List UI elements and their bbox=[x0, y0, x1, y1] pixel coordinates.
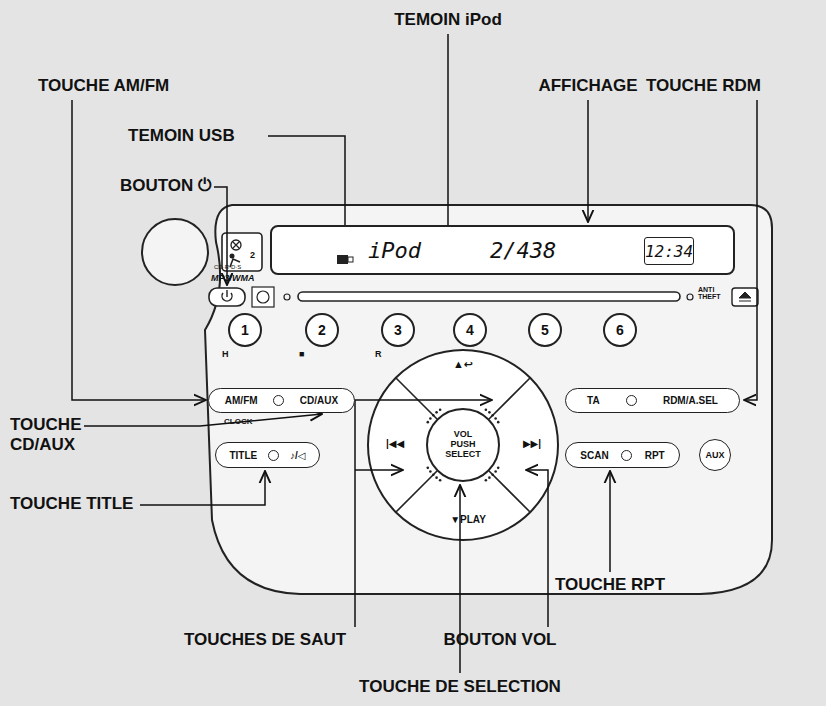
controller-symbol: ▼PLAY bbox=[450, 514, 486, 526]
controller-symbol: ▲↩ bbox=[453, 358, 473, 371]
controller-symbol: |◀◀ bbox=[386, 438, 404, 450]
button-text: 1 bbox=[241, 322, 249, 338]
preset-button: 1H bbox=[228, 313, 262, 347]
button-text: R bbox=[375, 349, 382, 359]
callout-label: BOUTON ⏻ bbox=[120, 176, 211, 196]
controller-symbol: ▶▶| bbox=[523, 438, 541, 450]
icon-number: 2 bbox=[250, 250, 255, 260]
button-caption: CLOCK bbox=[224, 417, 252, 426]
button-text: CD/AUX bbox=[300, 395, 338, 406]
amfm-cd-button: AM/FM CD/AUX bbox=[208, 388, 355, 413]
button-text: 12:34 bbox=[645, 242, 693, 261]
button-text: iPod bbox=[368, 238, 421, 263]
button-text: AUX bbox=[705, 450, 724, 460]
leader-lines bbox=[72, 34, 757, 673]
button-text: 4 bbox=[466, 322, 474, 338]
vol-knob: VOL PUSH SELECT bbox=[426, 408, 500, 482]
button-text: ♪/◁ bbox=[290, 450, 305, 461]
preset-button: 5 bbox=[528, 313, 562, 347]
callout-label: BOUTON VOL bbox=[443, 630, 556, 650]
logo-text: CD·R·D·S bbox=[214, 264, 241, 271]
callout-label: TOUCHE CD/AUX bbox=[10, 415, 96, 454]
button-text: ■ bbox=[299, 349, 304, 359]
scan-rpt-button: SCAN RPT bbox=[565, 442, 680, 468]
divider-dot bbox=[273, 395, 284, 406]
button-text: RPT bbox=[645, 450, 665, 461]
button-text: 6 bbox=[616, 322, 624, 338]
button-text: 3 bbox=[394, 322, 402, 338]
aux-button: AUX bbox=[699, 439, 731, 471]
preset-button: 6 bbox=[603, 313, 637, 347]
button-text: SCAN bbox=[580, 450, 608, 461]
button-text: 2/438 bbox=[490, 238, 556, 263]
callout-label: TOUCHE AM/FM bbox=[38, 76, 169, 96]
button-caption: ANTI THEFT bbox=[698, 286, 726, 300]
ta-rdm-button: TA RDM/A.SEL bbox=[565, 388, 740, 413]
button-text: AM/FM bbox=[225, 395, 258, 406]
clock-box: 12:34 bbox=[644, 237, 694, 265]
callout-label: TOUCHE RPT bbox=[555, 575, 665, 595]
button-text: H bbox=[222, 349, 229, 359]
button-text: 5 bbox=[541, 322, 549, 338]
preset-button: 4 bbox=[453, 313, 487, 347]
preset-button: 2■ bbox=[305, 313, 339, 347]
button-text: 2 bbox=[318, 322, 326, 338]
button-text: VOL PUSH SELECT bbox=[441, 430, 485, 460]
display-panel: iPod 2/438 12:34 bbox=[270, 225, 735, 275]
button-text: TITLE bbox=[229, 450, 257, 461]
button-text: TA bbox=[587, 395, 600, 406]
logo-text: MP3/WMA bbox=[211, 273, 255, 283]
callout-label: TOUCHE RDM bbox=[646, 76, 761, 96]
button-text: RDM/A.SEL bbox=[663, 395, 718, 406]
title-button: TITLE ♪/◁ bbox=[215, 442, 320, 468]
divider-dot bbox=[626, 395, 637, 406]
callout-label: TEMOIN USB bbox=[128, 126, 235, 146]
callout-label: TOUCHE TITLE bbox=[10, 494, 133, 514]
callout-label: TEMOIN iPod bbox=[394, 10, 502, 30]
callout-label: AFFICHAGE bbox=[538, 76, 637, 96]
callout-label: TOUCHE DE SELECTION bbox=[359, 677, 561, 697]
callout-label: TOUCHES DE SAUT bbox=[184, 630, 346, 650]
divider-dot bbox=[268, 450, 279, 461]
divider-dot bbox=[621, 450, 632, 461]
preset-button: 3R bbox=[381, 313, 415, 347]
